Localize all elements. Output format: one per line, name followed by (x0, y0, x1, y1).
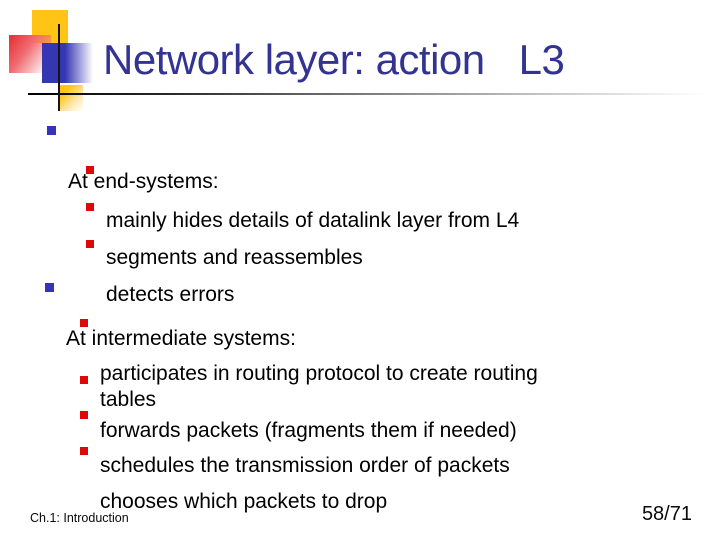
bullet-item: forwards packets (fragments them if need… (80, 366, 517, 444)
bullet-text: At end-systems: (68, 170, 219, 193)
red-square-bullet-icon (86, 240, 94, 248)
bullet-text: participates in routing protocol to crea… (100, 362, 538, 411)
red-square-bullet-icon (86, 203, 94, 211)
gold-tail-decoration (59, 85, 83, 111)
blue-square-bullet-icon (45, 283, 54, 292)
bullet-item: mainly hides details of datalink layer f… (86, 156, 520, 234)
footer-page-number: 58/71 (641, 503, 692, 525)
bullet-text: mainly hides details of datalink layer f… (106, 209, 520, 232)
bullet-item: chooses which packets to drop (80, 437, 388, 515)
red-square-bullet-icon (80, 319, 88, 327)
bullet-item: participates in routing protocol to crea… (80, 309, 538, 413)
bullet-text: chooses which packets to drop (100, 490, 388, 513)
bullet-text: forwards packets (fragments them if need… (100, 419, 517, 442)
bullet-text: segments and reassembles (106, 246, 363, 269)
red-square-bullet-icon (80, 447, 88, 455)
bullet-text: schedules the transmission order of pack… (100, 454, 510, 477)
bullet-item: At intermediate systems: (45, 274, 296, 352)
bullet-item: segments and reassembles (86, 193, 363, 271)
red-square-bullet-icon (80, 376, 88, 384)
bullet-text: detects errors (106, 283, 235, 306)
blue-square-decoration (42, 43, 93, 83)
bullet-item: At end-systems: (47, 117, 219, 195)
blue-square-bullet-icon (47, 126, 56, 135)
footer-chapter-label: Ch.1: Introduction (30, 511, 129, 525)
slide-title-tag: L3 (518, 36, 565, 83)
slide-title-text: Network layer: action (103, 36, 485, 83)
bullet-text: At intermediate systems: (66, 327, 296, 350)
bullet-item: detects errors (86, 230, 235, 308)
slide-title: Network layer: action L3 (103, 36, 565, 83)
red-square-bullet-icon (86, 166, 94, 174)
vertical-line-decoration (58, 24, 60, 111)
title-underline-rule (28, 93, 705, 95)
red-square-bullet-icon (80, 411, 88, 419)
bullet-item: schedules the transmission order of pack… (80, 401, 510, 479)
